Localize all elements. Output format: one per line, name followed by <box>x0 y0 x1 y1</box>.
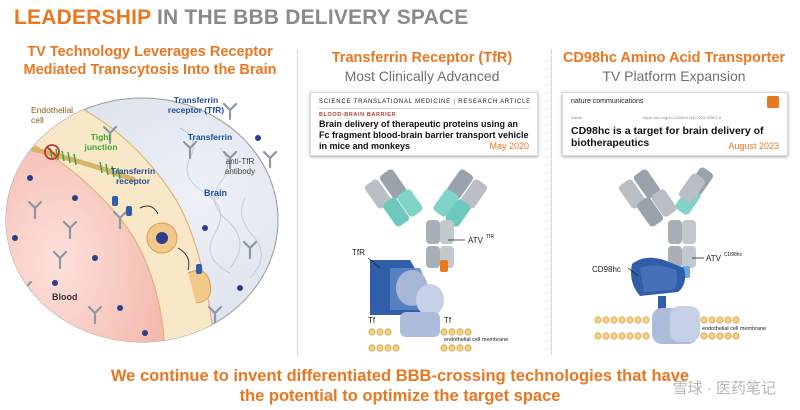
cd98hc-label: CD98hc <box>592 265 621 274</box>
nc-doi-link: https://doi.org/10.1038/s41467-023-39907… <box>643 115 722 120</box>
stm-journal-name: SCIENCE TRANSLATIONAL MEDICINE <box>319 99 451 105</box>
label-blood: Blood <box>52 292 78 302</box>
label-transferrin-receptor-2: receptor <box>116 176 151 186</box>
stm-paper-card[interactable]: SCIENCE TRANSLATIONAL MEDICINE | RESEARC… <box>310 92 538 156</box>
atv-cd98hc-sup: CD98hc <box>724 252 743 258</box>
stm-header-rule <box>319 108 529 109</box>
nc-paper-card[interactable]: nature communications Article https://do… <box>562 92 788 156</box>
label-transferrin-receptor-1: Transferrin <box>111 166 155 176</box>
nc-kicker: Article <box>571 115 583 120</box>
atv-cd98hc-label: ATV <box>706 254 722 263</box>
nc-journal-name: nature communications <box>571 98 644 105</box>
slide-title-rest: IN THE BBB DELIVERY SPACE <box>150 6 469 29</box>
divider-right <box>551 50 552 355</box>
label-endothelial-cell-2: cell <box>31 115 44 125</box>
label-endothelial-cell-1: Endothelial <box>31 105 73 115</box>
tfr-label: TfR <box>352 248 365 257</box>
right-heading-title: CD98hc Amino Acid Transporter <box>562 50 786 66</box>
nc-logo-icon <box>767 96 779 108</box>
right-heading: CD98hc Amino Acid Transporter TV Platfor… <box>548 49 800 85</box>
left-heading: TV Technology Leverages Receptor Mediate… <box>0 43 300 79</box>
right-membrane-label: endothelial cell membrane <box>702 326 766 332</box>
label-transferrin: Transferrin <box>188 132 232 142</box>
bottom-statement: We continue to invent differentiated BBB… <box>0 366 800 406</box>
divider-left <box>297 50 298 355</box>
stm-journal-header: SCIENCE TRANSLATIONAL MEDICINE | RESEARC… <box>319 99 531 105</box>
label-tight-junction-2: junction <box>83 142 117 152</box>
label-anti-tfr-1: anti-TfR <box>226 157 255 166</box>
nc-paper-title: CD98hc is a target for brain delivery of… <box>571 125 764 149</box>
label-anti-tfr-2: antibody <box>225 167 255 176</box>
tf-left-label: Tf <box>368 316 376 325</box>
bottom-statement-line2: the potential to optimize the target spa… <box>239 387 561 405</box>
label-brain: Brain <box>204 188 227 198</box>
atv-cd98hc-diagram: ATV CD98hc CD98hc endothelial cell membr… <box>592 167 766 344</box>
bottom-statement-line1: We continue to invent differentiated BBB… <box>110 367 690 385</box>
middle-heading-title: Transferrin Receptor (TfR) <box>331 50 513 66</box>
label-transferrin-receptor-tfr-1: Transferrin <box>174 95 218 105</box>
slide-title-accent: LEADERSHIP <box>14 6 151 29</box>
right-heading-subtitle: TV Platform Expansion <box>602 68 746 84</box>
middle-membrane-label: endothelial cell membrane <box>444 337 508 343</box>
stm-paper-title: Brain delivery of therapeutic proteins u… <box>319 119 529 151</box>
atv-tfr-diagram: ATV TfR TfR Tf Tf endothelial cell membr… <box>352 169 508 352</box>
label-tight-junction-1: Tight <box>91 132 112 142</box>
bbb-transcytosis-figure: Endothelial cell Tight junction Transfer… <box>5 95 279 343</box>
watermark-text: 雪球 · 医药笔记 <box>672 380 776 397</box>
stm-kicker: BLOOD-BRAIN BARRIER <box>319 112 397 118</box>
atv-tfr-sup: TfR <box>486 234 494 240</box>
middle-heading-subtitle: Most Clinically Advanced <box>344 68 500 84</box>
middle-heading: Transferrin Receptor (TfR) Most Clinical… <box>296 49 548 85</box>
stm-section: RESEARCH ARTICLE <box>458 99 531 105</box>
left-heading-line1: TV Technology Leverages Receptor <box>27 44 273 60</box>
atv-tfr-label: ATV <box>468 236 484 245</box>
label-transferrin-receptor-tfr-2: receptor (TfR) <box>168 105 224 115</box>
left-heading-line2: Mediated Transcytosis Into the Brain <box>23 62 277 78</box>
nc-paper-date: August 2023 <box>728 141 779 151</box>
stm-separator: | <box>453 99 456 105</box>
stm-paper-date: May 2020 <box>489 141 529 151</box>
tf-right-label: Tf <box>444 316 452 325</box>
slide-title: LEADERSHIP IN THE BBB DELIVERY SPACE <box>14 6 469 30</box>
